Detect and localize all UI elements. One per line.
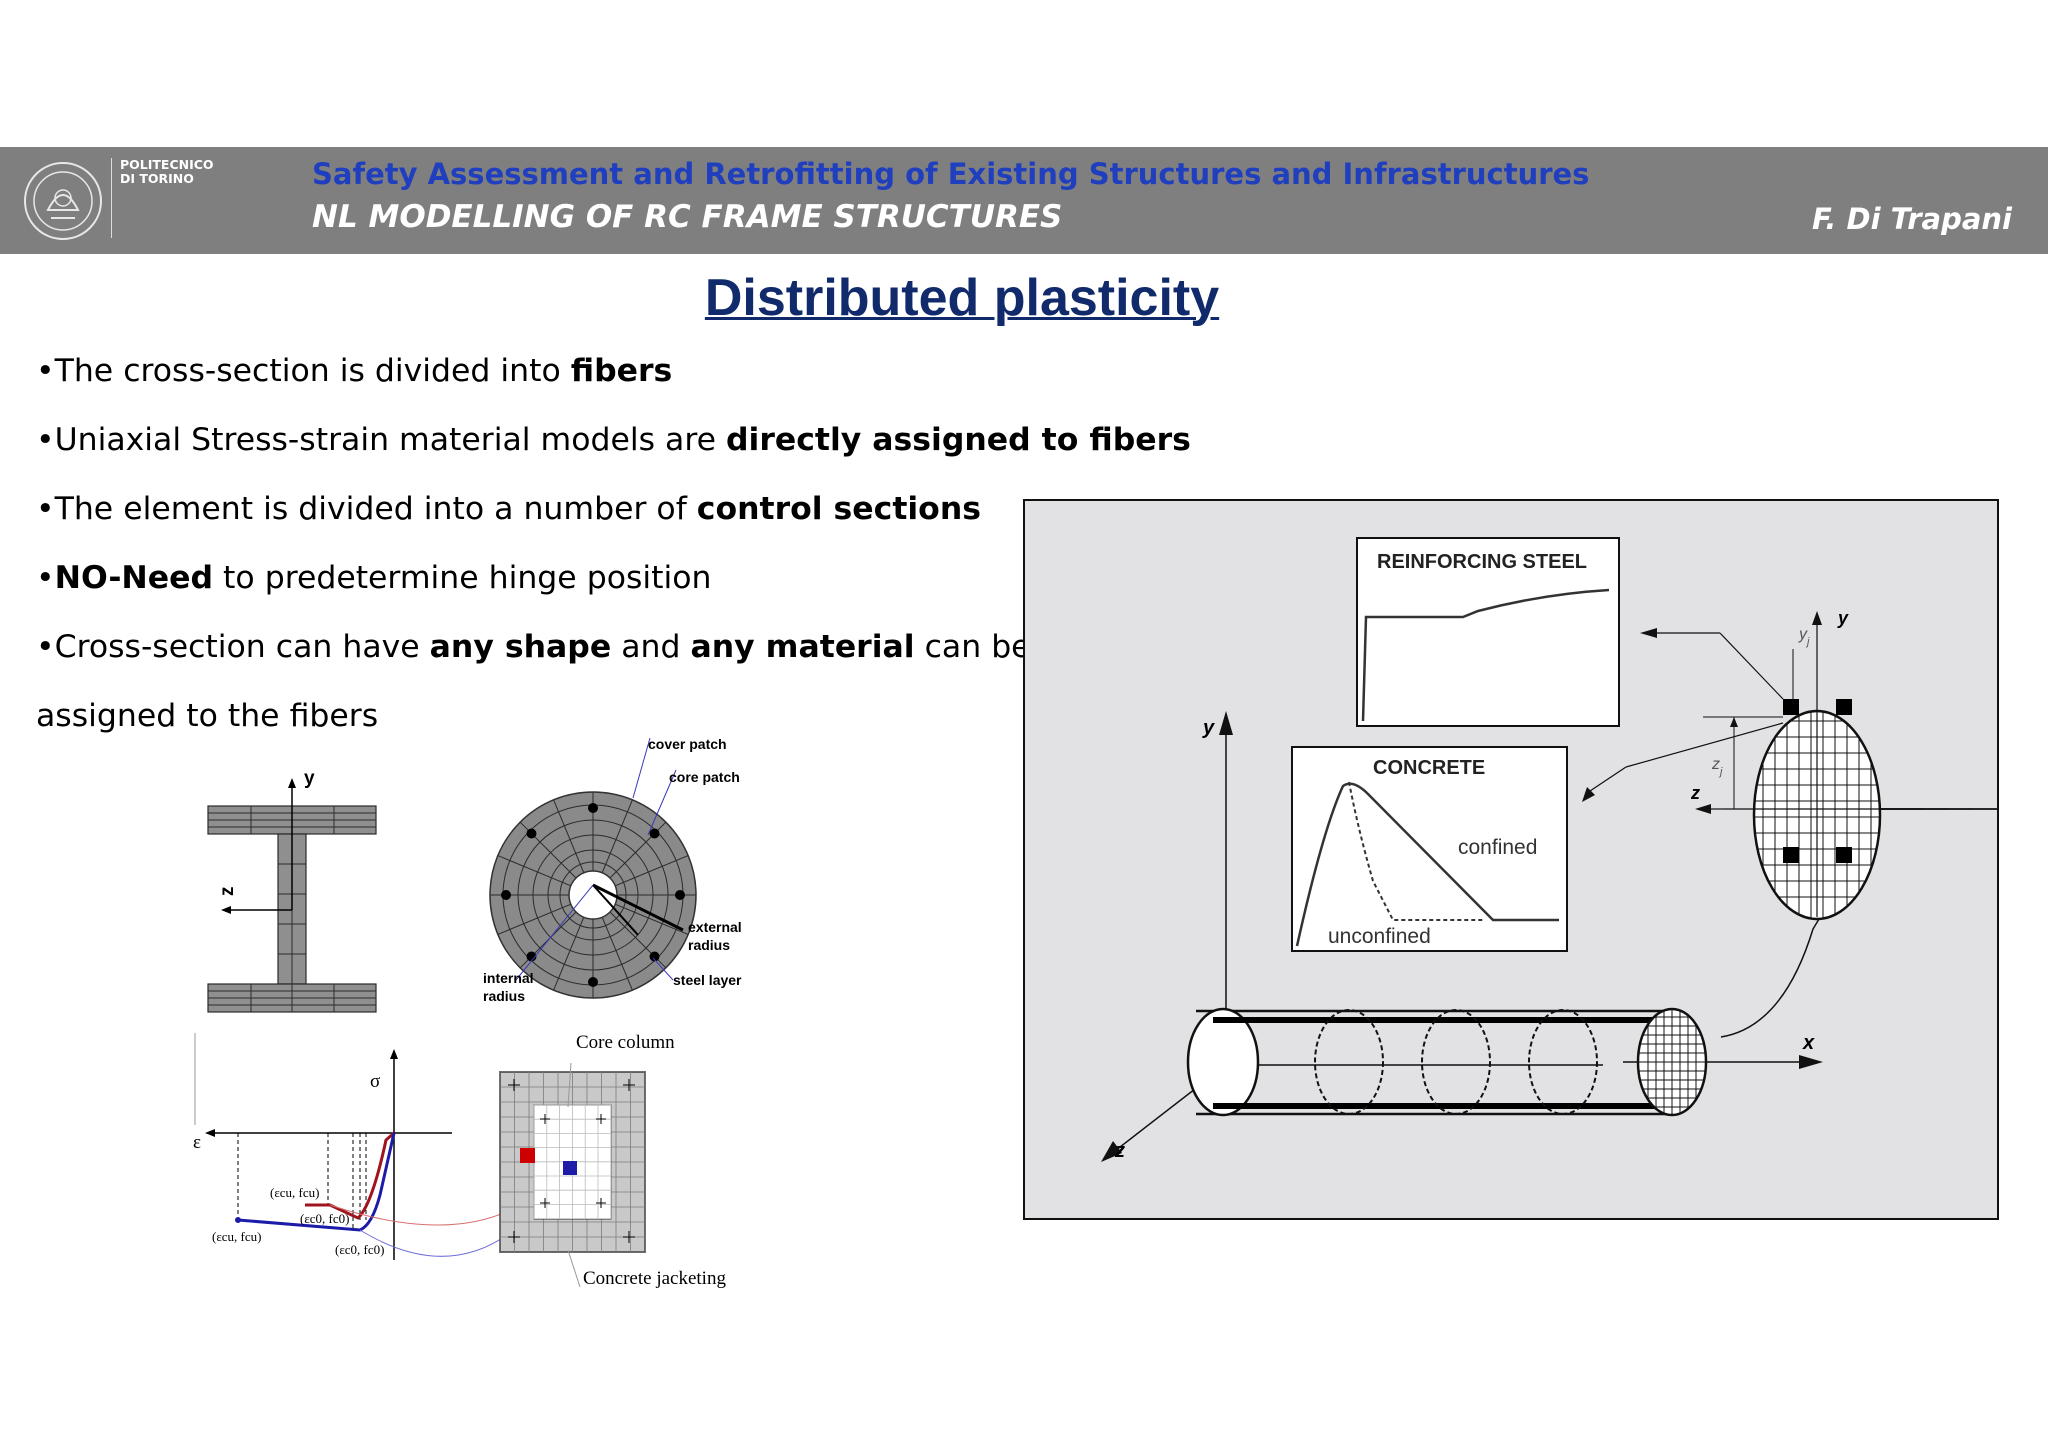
bullet-bold-text: any shape bbox=[429, 629, 612, 665]
lecture-title: NL MODELLING OF RC FRAME STRUCTURES bbox=[312, 199, 1063, 235]
steel-bar-dots bbox=[501, 803, 685, 987]
blue-ec0-fc0-label: (εc0, fc0) bbox=[335, 1242, 385, 1257]
steel-bar-dot bbox=[526, 828, 537, 839]
steel-bar-dot bbox=[588, 977, 598, 987]
global-z-label: z bbox=[1114, 1140, 1125, 1162]
steel-bar-dot bbox=[588, 803, 598, 813]
stress-strain-jacketing-figure: σ ε (εcu, fcu) (εc0, fc0) (εcu, fcu) (εc… bbox=[193, 1032, 726, 1289]
red-ec0-fc0-label: (εc0, fc0) bbox=[300, 1211, 350, 1226]
internal-radius-label-2: radius bbox=[483, 988, 525, 1004]
bullet-item: •The element is divided into a number of… bbox=[36, 483, 1026, 552]
red-fiber-marker bbox=[520, 1148, 535, 1163]
ibeam-y-label: y bbox=[304, 768, 315, 789]
bullet-text: Uniaxial Stress-strain material models a… bbox=[54, 422, 726, 458]
blue-fiber-marker bbox=[563, 1161, 577, 1175]
bullet-list: •The cross-section is divided into fiber… bbox=[36, 345, 1191, 759]
institution-line-1: POLITECNICO bbox=[120, 157, 214, 172]
unconfined-label: unconfined bbox=[1328, 925, 1431, 948]
bullet-bold-text: fibers bbox=[570, 353, 673, 389]
fiber-element-cylinder bbox=[1186, 1007, 1671, 1117]
steel-bar-dot bbox=[675, 890, 685, 900]
section-yj-subscript: j bbox=[1805, 636, 1810, 648]
ibeam-fiber-section: y z bbox=[207, 768, 377, 1013]
course-title: Safety Assessment and Retrofitting of Ex… bbox=[312, 157, 1590, 191]
section-zj-label: zj bbox=[1711, 756, 1723, 778]
slide-title: Distributed plasticity bbox=[704, 269, 1220, 327]
section-yj-symbol: y bbox=[1798, 626, 1808, 643]
blue-ecu-fcu-label: (εcu, fcu) bbox=[212, 1229, 262, 1244]
bullet-marker: • bbox=[36, 353, 55, 389]
external-radius-label-1: external bbox=[688, 919, 742, 935]
steel-bar-dot bbox=[649, 828, 660, 839]
bullet-bold-text: directly assigned to fibers bbox=[726, 422, 1191, 458]
institution-line-2: DI TORINO bbox=[120, 171, 194, 186]
concrete-label: CONCRETE bbox=[1373, 757, 1485, 779]
core-patch-label: core patch bbox=[669, 769, 740, 785]
fiber-element-panel: REINFORCING STEEL CONCRETE confined unco… bbox=[1023, 499, 1999, 1220]
institution-name: POLITECNICO DI TORINO bbox=[120, 158, 214, 186]
politecnico-seal-logo bbox=[24, 162, 102, 240]
rebar-markers bbox=[508, 1079, 635, 1243]
logo-separator bbox=[111, 158, 112, 238]
ibeam-z-label: z bbox=[217, 887, 238, 897]
rebar-squares bbox=[1783, 699, 1852, 863]
steel-bar-dot bbox=[526, 951, 537, 962]
core-column-label: Core column bbox=[576, 1032, 675, 1053]
bullet-bold-text: NO-Need bbox=[54, 560, 214, 596]
bullet-item: assigned to the fibers bbox=[36, 690, 1026, 759]
cover-patch-label: cover patch bbox=[648, 736, 727, 752]
steel-bar-dot bbox=[649, 951, 660, 962]
internal-radius-label-1: internal bbox=[483, 970, 534, 986]
end-section-grid bbox=[1636, 1007, 1708, 1117]
bullet-bold-text: any material bbox=[690, 629, 915, 665]
bullet-item: •The cross-section is divided into fiber… bbox=[36, 345, 1026, 414]
section-z-label: z bbox=[1690, 783, 1700, 803]
reinforcing-steel-box bbox=[1356, 537, 1620, 727]
global-x-label: x bbox=[1802, 1032, 1815, 1054]
external-radius-label-2: radius bbox=[688, 937, 730, 953]
bullet-marker: • bbox=[36, 629, 55, 665]
bullet-item: •Uniaxial Stress-strain material models … bbox=[36, 414, 1191, 483]
bullet-marker: • bbox=[36, 560, 55, 596]
bullet-text: can be bbox=[914, 629, 1031, 665]
bullet-text: The element is divided into a number of bbox=[54, 491, 697, 527]
bullet-text: Cross-section can have bbox=[54, 629, 430, 665]
concrete-box bbox=[1291, 746, 1568, 952]
circular-fiber-section: cover patch core patch external radius s… bbox=[483, 736, 742, 1004]
confined-label: confined bbox=[1458, 836, 1537, 859]
steel-layer-label: steel layer bbox=[673, 972, 742, 988]
author-name: F. Di Trapani bbox=[1811, 202, 2012, 236]
bullet-bold-text: control sections bbox=[696, 491, 981, 527]
sigma-label: σ bbox=[370, 1071, 380, 1092]
bullet-text: assigned to the fibers bbox=[36, 698, 379, 734]
bullet-text: and bbox=[611, 629, 691, 665]
section-y-label: y bbox=[1837, 608, 1849, 628]
bullet-item: •NO-Need to predetermine hinge position bbox=[36, 552, 1026, 621]
concrete-jacketing-label: Concrete jacketing bbox=[583, 1268, 726, 1289]
bullet-text: to predetermine hinge position bbox=[213, 560, 712, 596]
section-zj-subscript: j bbox=[1718, 766, 1723, 778]
bullet-item: •Cross-section can have any shape and an… bbox=[36, 621, 1031, 690]
header-band bbox=[0, 147, 2048, 254]
reinforcing-steel-label: REINFORCING STEEL bbox=[1377, 551, 1587, 573]
bullet-text: The cross-section is divided into bbox=[54, 353, 571, 389]
steel-bar-dot bbox=[501, 890, 511, 900]
section-zj-symbol: z bbox=[1711, 756, 1720, 773]
bullet-marker: • bbox=[36, 491, 55, 527]
section-yj-label: yj bbox=[1798, 626, 1810, 648]
red-ecu-fcu-label: (εcu, fcu) bbox=[270, 1185, 320, 1200]
global-y-label: y bbox=[1202, 717, 1215, 739]
bullet-marker: • bbox=[36, 422, 55, 458]
epsilon-label: ε bbox=[193, 1132, 201, 1153]
